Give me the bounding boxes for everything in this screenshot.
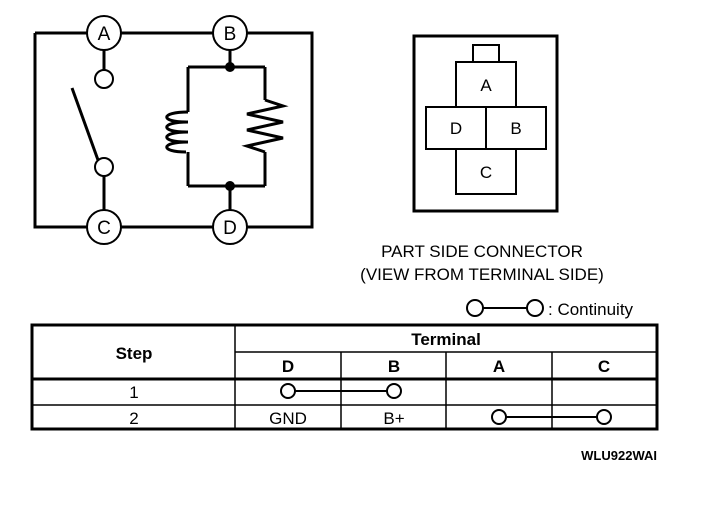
resistor-icon [241,98,289,154]
table-step-header: Step [116,344,153,363]
legend-continuity-label: : Continuity [548,300,634,319]
svg-text:C: C [97,218,111,239]
table-column-header-d: D [282,357,294,376]
legend-continuity-symbol-right [526,299,544,317]
row1-continuity-b [386,383,402,399]
terminal-b-label: B [212,15,248,51]
row2-cell-d: GND [269,409,307,428]
table-column-header-b: B [388,357,400,376]
connector-pin-b [485,106,547,150]
connector-caption-line2: (VIEW FROM TERMINAL SIDE) [360,265,604,284]
connector-pin-d [425,106,487,150]
continuity-table: Step Terminal D B A C 1 2 GND B+ [30,323,659,431]
svg-text:B: B [224,24,237,45]
table-column-header-a: A [493,357,505,376]
switch-blade [70,87,100,161]
table-step-1: 1 [129,383,138,402]
connector-caption-line1: PART SIDE CONNECTOR [381,242,583,261]
circuit-wire-left [33,33,87,229]
table-column-header-c: C [598,357,610,376]
connector-pin-a-label: A [480,76,492,95]
circuit-wire-top-right [247,31,314,229]
connector-pin-b-label: B [510,119,521,138]
continuity-legend: : Continuity [466,299,634,319]
legend-continuity-symbol-left [466,299,484,317]
row2-continuity-c [596,409,612,425]
svg-text:D: D [223,218,237,239]
table-row: 1 [129,383,402,402]
switch-contact-c [94,157,114,177]
svg-text:A: A [98,24,111,45]
connector-pin-c-label: C [480,163,492,182]
row2-continuity-a [491,409,507,425]
connector-pin-a [455,61,517,108]
table-row: 2 GND B+ [129,409,612,428]
relay-circuit-diagram: A B C D [33,15,314,245]
terminal-a-label: A [86,15,122,51]
table-step-2: 2 [129,409,138,428]
connector-pin-d-label: D [450,119,462,138]
terminal-d-label: D [212,209,248,245]
figure-code: WLU922WAI [581,448,657,463]
terminal-c-label: C [86,209,122,245]
connector-latch [472,44,500,63]
table-border [30,323,659,431]
connector-pin-c [455,148,517,195]
row2-cell-b: B+ [383,409,404,428]
switch-contact-a [94,69,114,89]
part-side-connector-diagram: A D B C [412,34,559,213]
row1-continuity-d [280,383,296,399]
coil-icon [165,110,189,154]
table-terminal-header: Terminal [411,330,481,349]
